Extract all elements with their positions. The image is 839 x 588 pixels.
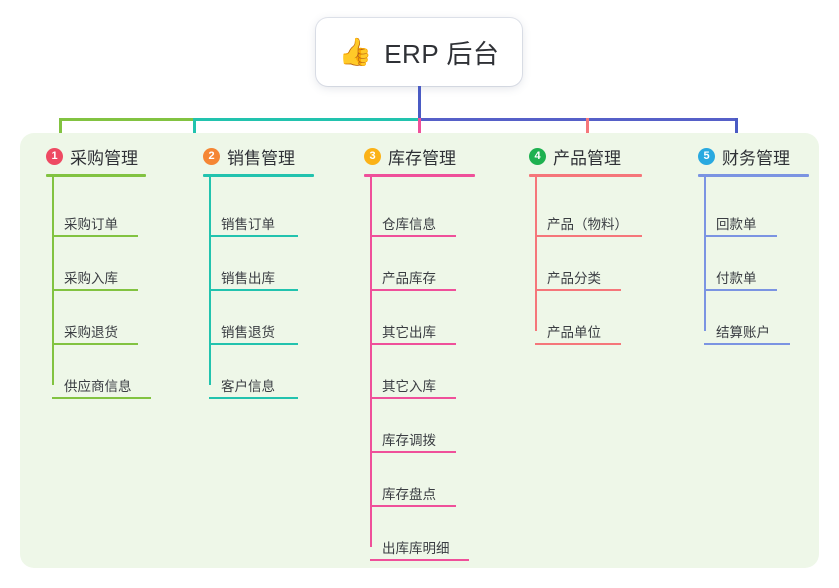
leaf-item-underline — [704, 235, 777, 237]
branch-spine — [370, 177, 372, 547]
leaf-item-label[interactable]: 销售退货 — [221, 325, 275, 340]
leaf-item-underline — [370, 397, 456, 399]
branch-spine — [704, 177, 706, 331]
branch-number-badge: 2 — [203, 148, 220, 165]
root-stem-connector — [418, 86, 421, 121]
bus-segment-1 — [59, 118, 196, 121]
leaf-item-underline — [535, 343, 621, 345]
branch-header-4[interactable]: 4 产品管理 — [529, 144, 621, 169]
leaf-item-underline — [209, 289, 298, 291]
leaf-item-label[interactable]: 销售出库 — [221, 271, 275, 286]
branch-spine — [535, 177, 537, 331]
leaf-item-label[interactable]: 出库库明细 — [382, 541, 450, 556]
leaf-item-label[interactable]: 结算账户 — [716, 325, 770, 340]
branch-title: 财务管理 — [722, 149, 790, 168]
leaf-item-label[interactable]: 采购入库 — [64, 271, 118, 286]
leaf-item-underline — [52, 289, 138, 291]
root-node-label: ERP 后台 — [384, 38, 500, 69]
branch-number-badge: 3 — [364, 148, 381, 165]
leaf-item-label[interactable]: 回款单 — [716, 217, 757, 232]
leaf-item-underline — [370, 235, 456, 237]
leaf-item-underline — [370, 451, 456, 453]
branch-title: 销售管理 — [227, 149, 295, 168]
leaf-item-underline — [704, 343, 790, 345]
leaf-item-label[interactable]: 产品分类 — [547, 271, 601, 286]
leaf-item-label[interactable]: 产品库存 — [382, 271, 436, 286]
leaf-item-underline — [370, 289, 456, 291]
branch-title: 采购管理 — [70, 149, 138, 168]
leaf-item-underline — [535, 235, 642, 237]
branch-title: 产品管理 — [553, 149, 621, 168]
leaf-item-underline — [52, 397, 151, 399]
branches-panel: 1 采购管理采购订单采购入库采购退货供应商信息 2 销售管理销售订单销售出库销售退货客… — [20, 133, 819, 568]
leaf-item-label[interactable]: 产品单位 — [547, 325, 601, 340]
leaf-item-underline — [52, 235, 138, 237]
leaf-item-label[interactable]: 库存盘点 — [382, 487, 436, 502]
leaf-item-label[interactable]: 采购退货 — [64, 325, 118, 340]
leaf-item-label[interactable]: 销售订单 — [221, 217, 275, 232]
leaf-item-underline — [370, 505, 456, 507]
branch-header-underline — [203, 174, 314, 177]
leaf-item-underline — [209, 343, 298, 345]
thumbs-up-icon: 👍 — [338, 36, 373, 67]
leaf-item-underline — [535, 289, 621, 291]
branch-header-1[interactable]: 1 采购管理 — [46, 144, 138, 169]
leaf-item-underline — [704, 289, 777, 291]
branch-number-badge: 4 — [529, 148, 546, 165]
branch-title: 库存管理 — [388, 149, 456, 168]
leaf-item-label[interactable]: 产品（物料） — [547, 217, 628, 232]
leaf-item-label[interactable]: 库存调拨 — [382, 433, 436, 448]
leaf-item-label[interactable]: 其它出库 — [382, 325, 436, 340]
bus-segment-2 — [193, 118, 421, 121]
branch-header-underline — [529, 174, 642, 177]
branch-header-3[interactable]: 3 库存管理 — [364, 144, 456, 169]
branch-spine — [52, 177, 54, 385]
branch-header-underline — [46, 174, 146, 177]
leaf-item-label[interactable]: 供应商信息 — [64, 379, 132, 394]
branch-header-5[interactable]: 5 财务管理 — [698, 144, 790, 169]
bus-segment-3 — [418, 118, 738, 121]
branch-header-underline — [698, 174, 809, 177]
leaf-item-underline — [52, 343, 138, 345]
leaf-item-underline — [209, 235, 298, 237]
leaf-item-label[interactable]: 其它入库 — [382, 379, 436, 394]
leaf-item-label[interactable]: 客户信息 — [221, 379, 275, 394]
branch-spine — [209, 177, 211, 385]
branch-number-badge: 5 — [698, 148, 715, 165]
leaf-item-underline — [370, 343, 456, 345]
root-node[interactable]: 👍 ERP 后台 — [316, 18, 522, 86]
leaf-item-underline — [370, 559, 469, 561]
branch-header-2[interactable]: 2 销售管理 — [203, 144, 295, 169]
leaf-item-underline — [209, 397, 298, 399]
branch-number-badge: 1 — [46, 148, 63, 165]
branch-header-underline — [364, 174, 475, 177]
leaf-item-label[interactable]: 采购订单 — [64, 217, 118, 232]
leaf-item-label[interactable]: 仓库信息 — [382, 217, 436, 232]
leaf-item-label[interactable]: 付款单 — [716, 271, 757, 286]
